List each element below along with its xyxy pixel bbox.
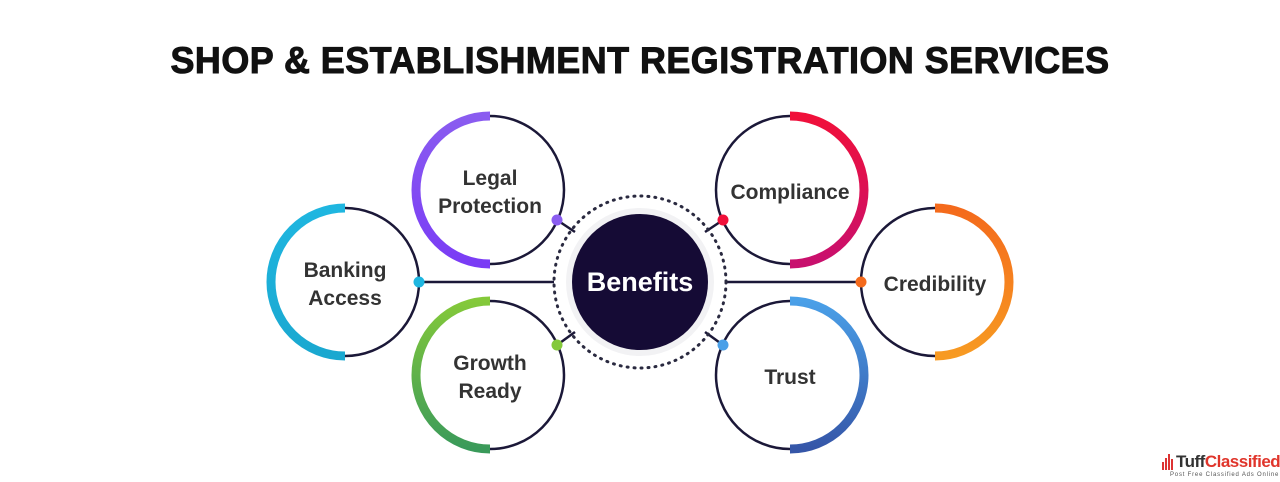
trust-dot — [717, 339, 729, 351]
legal-protection-label: Legal — [463, 167, 518, 190]
logo-tagline: Post Free Classified Ads Online — [1170, 472, 1280, 478]
logo-bars-icon — [1162, 454, 1174, 470]
legal-protection-arc — [411, 111, 491, 269]
dotted-ring — [552, 194, 728, 370]
center-label: Benefits — [587, 267, 694, 297]
growth-ready-dot — [551, 339, 563, 351]
banking-access-dot — [413, 276, 425, 288]
banking-access-arc — [266, 203, 346, 361]
credibility-arc — [934, 203, 1014, 361]
growth-ready-label: Growth — [453, 352, 527, 375]
growth-ready-arc — [411, 296, 491, 454]
credibility-label: Credibility — [884, 273, 987, 296]
compliance-dot — [717, 214, 729, 226]
page-title: SHOP & ESTABLISHMENT REGISTRATION SERVIC… — [170, 40, 1110, 82]
legal-protection-dot — [551, 214, 563, 226]
trust-label: Trust — [764, 366, 815, 389]
logo-name-part1: Tuff — [1176, 452, 1205, 471]
center-circle — [572, 214, 708, 350]
legal-protection-label: Protection — [438, 195, 542, 218]
credibility-dot — [855, 276, 867, 288]
compliance-label: Compliance — [730, 181, 849, 204]
compliance-arc — [789, 111, 869, 269]
banking-access-label: Banking — [304, 259, 387, 282]
trust-arc — [789, 296, 869, 454]
growth-ready-label: Ready — [458, 380, 521, 403]
banking-access-label: Access — [308, 287, 382, 310]
logo-name-part2: Classified — [1204, 452, 1280, 471]
